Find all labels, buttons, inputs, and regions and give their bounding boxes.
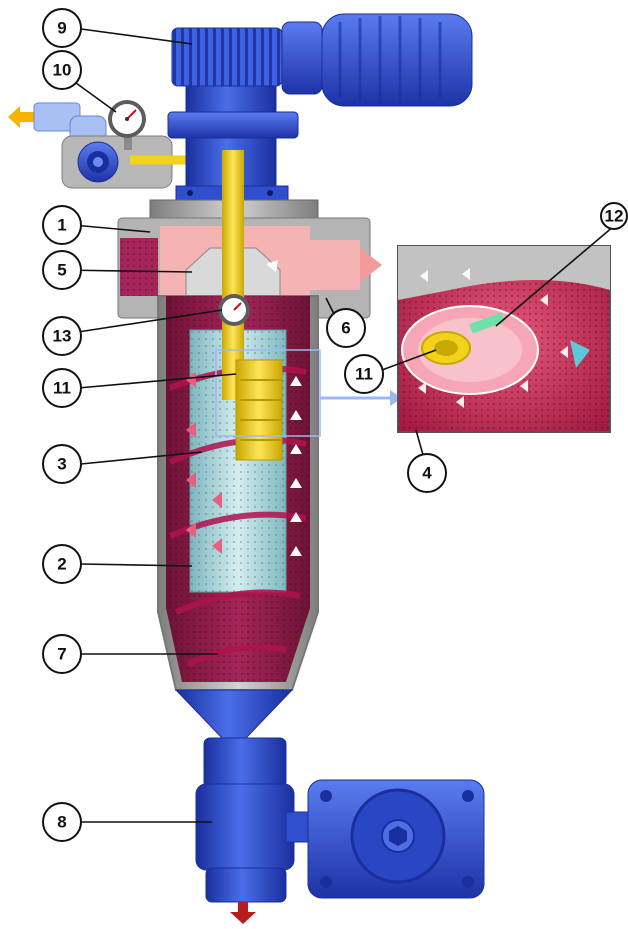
callout-8: 8 <box>43 803 81 841</box>
callout-13: 13 <box>43 317 81 355</box>
gear-motor-top <box>168 14 472 138</box>
inlet-arrow-icon <box>360 248 382 282</box>
outlet-arrow-icon <box>8 106 34 128</box>
callout-6: 6 <box>327 309 365 347</box>
svg-text:6: 6 <box>341 319 350 338</box>
svg-text:5: 5 <box>57 261 66 280</box>
callout-10: 10 <box>43 51 81 89</box>
svg-text:2: 2 <box>57 555 66 574</box>
detail-inset <box>398 246 610 432</box>
svg-text:3: 3 <box>57 455 66 474</box>
drain-valve <box>196 738 312 902</box>
callout-3: 3 <box>43 445 81 483</box>
callout-4: 4 <box>408 454 446 492</box>
callout-11-detail: 11 <box>345 355 383 393</box>
callout-1: 1 <box>43 206 81 244</box>
svg-text:8: 8 <box>57 813 66 832</box>
callout-2: 2 <box>43 545 81 583</box>
pressure-gauge-inner <box>218 294 250 326</box>
svg-text:11: 11 <box>355 365 373 384</box>
callout-9: 9 <box>43 9 81 47</box>
callout-7: 7 <box>43 635 81 673</box>
svg-text:11: 11 <box>53 379 71 398</box>
callout-11-main: 11 <box>43 369 81 407</box>
drain-cone <box>176 690 292 738</box>
callout-12: 12 <box>601 203 627 229</box>
svg-text:1: 1 <box>57 216 66 235</box>
callout-5: 5 <box>43 251 81 289</box>
svg-text:7: 7 <box>57 645 66 664</box>
valve-actuator <box>308 780 484 898</box>
svg-text:13: 13 <box>53 327 72 346</box>
drain-arrow-icon <box>230 902 256 924</box>
svg-text:12: 12 <box>605 207 624 226</box>
svg-text:10: 10 <box>53 61 72 80</box>
svg-text:4: 4 <box>422 464 432 483</box>
svg-text:9: 9 <box>57 19 66 38</box>
